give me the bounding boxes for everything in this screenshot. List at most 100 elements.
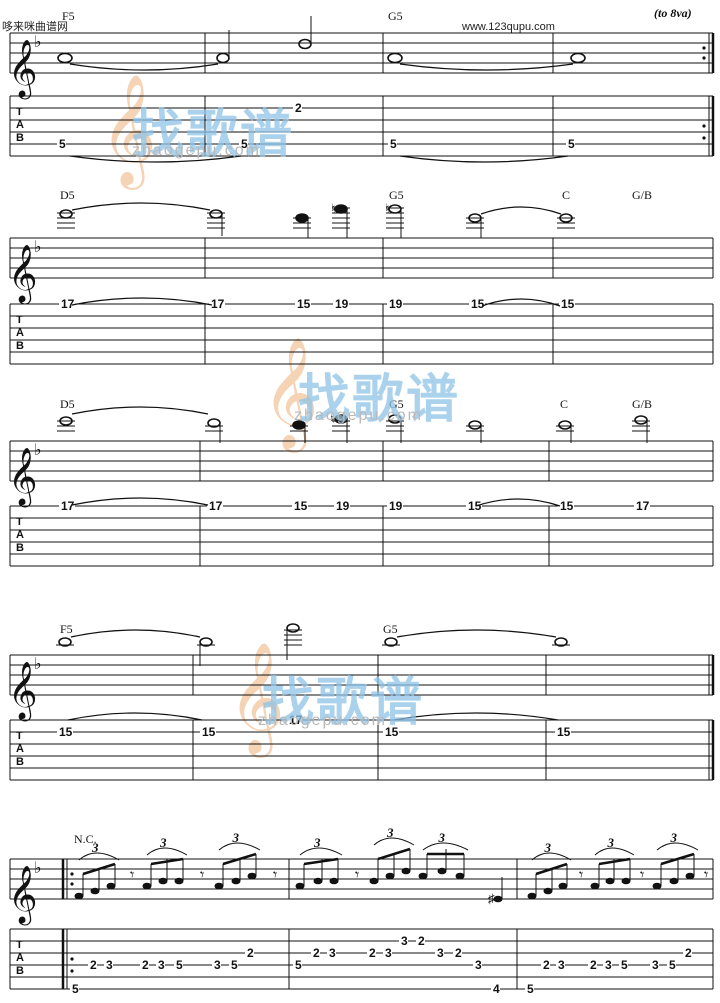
tab-number-bg [212,959,221,971]
triplet-bracket [594,847,635,856]
tab-number: 2 [247,946,254,960]
tab-number: 5 [568,137,575,151]
tab-number: 17 [61,499,75,513]
watermark-cn-2: 找歌谱 [298,371,461,429]
tab-number-bg [229,959,238,971]
eighth-note-head [158,877,168,885]
tab-number-bg [367,947,376,959]
tab-number-bg [541,959,550,971]
tab-number: 5 [390,137,397,151]
tab-number-bg [245,947,254,959]
tab-number-bg [399,935,408,947]
tab-number-bg [334,500,350,512]
tab-number: 2 [543,958,550,972]
tab-number-bg [650,959,659,971]
eighth-note-head [558,882,568,890]
tab-number-bg [104,959,113,971]
tab-number: 3 [158,958,165,972]
tab-number: 2 [90,958,97,972]
tab-letter: A [16,529,24,541]
chord-symbol: C [562,188,570,202]
triplet-number: 3 [159,835,167,850]
tab-letter: T [16,939,23,951]
tab-number-bg [200,726,216,738]
tab-number: 19 [335,297,349,311]
eighth-rest: 𝄾 [704,865,708,884]
treble-clef-icon: 𝄞 [8,865,38,926]
watermark-url-1: zhaogepu.com [132,142,261,159]
tab-number: 3 [329,946,336,960]
whole-note [387,52,403,64]
tab-number-bg [525,983,534,995]
tab-number: 15 [294,499,308,513]
half-note [286,623,300,633]
tab-number-bg [209,298,225,310]
tab-number-bg [491,983,500,995]
natural-accidental: ♮ [330,411,335,426]
tab-letter: T [16,314,23,326]
flat-key-signature: ♭ [34,34,42,51]
tab-number-bg [387,298,403,310]
treble-clef-icon: 𝄞 [8,661,38,722]
tab-number-bg [293,102,302,114]
tab-letter: A [16,952,24,964]
watermark-cn-3: 找歌谱 [262,674,425,732]
tab-number-bg [559,298,575,310]
eighth-note-head [385,872,395,880]
watermark-clef-icon: 𝄞 [262,336,319,453]
tab-number: 3 [401,934,408,948]
triplet-number: 3 [386,825,394,840]
tab-number: 3 [106,958,113,972]
tab-number: 17 [209,499,223,513]
beam [222,852,257,866]
tab-tie [71,497,209,506]
tab-tie [393,712,559,721]
watermark-url-2: zhaogepu.com [294,407,423,424]
whole-note [384,637,398,647]
tab-number: 5 [176,958,183,972]
eighth-note-head [493,895,503,903]
tab-number: 2 [369,946,376,960]
chord-symbol: F5 [62,9,75,23]
tab-number: 2 [295,101,302,115]
eighth-note-head [174,877,184,885]
beam [598,857,631,866]
tab-number: 15 [297,297,311,311]
eighth-note-head [527,892,537,900]
quarter-note [334,204,348,214]
eighth-note-head [685,872,695,880]
triplet-bracket [218,842,261,851]
triplet-bracket [78,852,120,861]
flat-key-signature: ♭ [34,442,42,459]
half-note [634,415,648,425]
tab-number: 2 [142,958,149,972]
tab-tie [67,712,203,721]
eighth-note-head [652,882,662,890]
repeat-dot [702,136,706,140]
beam [535,862,568,876]
tab-number-bg [466,500,482,512]
eighth-note-head [455,872,465,880]
beam [303,857,339,866]
triplet-bracket [531,852,572,861]
tab-number-bg [57,726,73,738]
repeat-dot [70,969,74,973]
treble-clef-icon: 𝄞 [8,244,38,305]
site-url-label: www.123qupu.com [462,21,555,33]
chord-symbol: C [560,397,568,411]
tab-number-bg [588,959,597,971]
tab-letter: T [16,516,23,528]
triplet-number: 3 [607,835,615,850]
tab-number-bg [295,298,311,310]
tie [70,629,201,638]
tab-letter: B [16,340,24,352]
tie [69,63,219,71]
tab-number-bg [566,138,575,150]
tab-number-bg [558,500,574,512]
repeat-dot [70,957,74,961]
tab-number: 15 [202,725,216,739]
beam [660,852,695,866]
tab-number-bg [174,959,183,971]
eighth-note-head [295,882,305,890]
repeat-dot [70,882,74,886]
